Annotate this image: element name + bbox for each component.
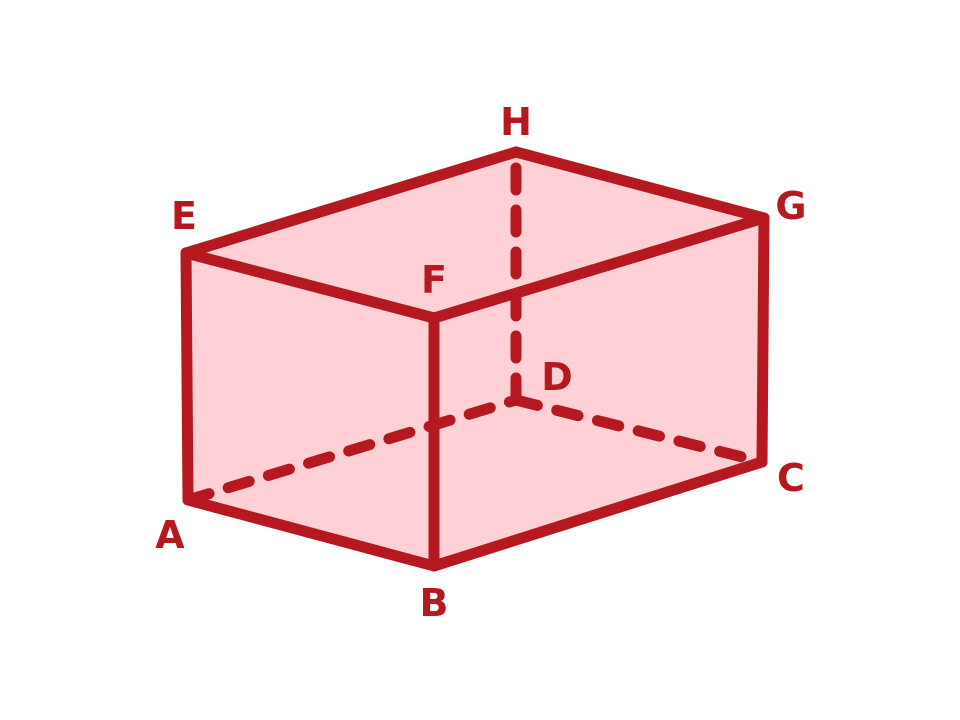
edge-bc [428,456,768,572]
vertex-labels: A B C D E F G H [155,100,806,625]
visible-edges [180,146,770,572]
vertex-label-c: C [777,456,805,500]
vertex-label-e: E [171,194,197,238]
edge-ef [180,247,440,324]
vertex-label-b: B [420,581,449,625]
edge-ab [182,494,440,572]
face-abfe [186,253,434,566]
edge-fg [428,212,770,324]
face-efgh [186,152,764,318]
edge-he [180,146,522,259]
vertex-label-d: D [541,355,573,399]
vertex-label-a: A [155,513,185,557]
hidden-edge-ad [182,394,522,506]
vertex-label-h: H [500,100,532,144]
hidden-edges [182,146,768,506]
vertex-label-g: G [775,184,806,228]
edge-ea [180,247,194,506]
edge-gh [510,146,770,224]
hidden-edge-dc [510,394,768,468]
vertex-label-f: F [421,258,447,302]
edge-cg [756,212,770,468]
cuboid-faces [186,152,764,566]
